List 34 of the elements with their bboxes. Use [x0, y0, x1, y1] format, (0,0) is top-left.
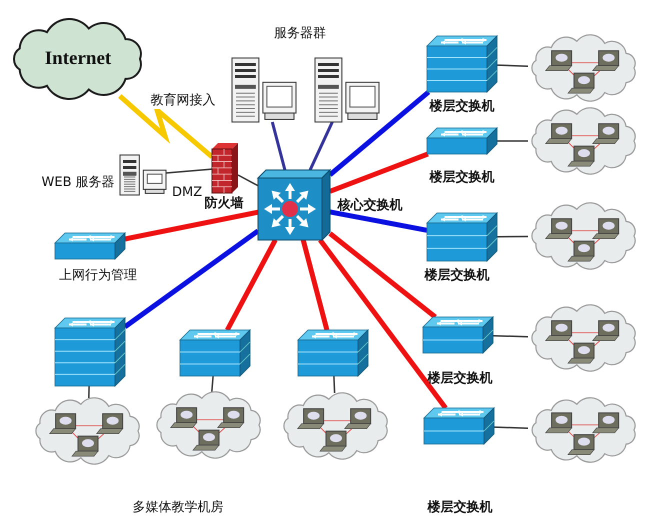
group-label: 多媒体教学机房	[132, 500, 224, 516]
device-label: WEB 服务器	[42, 175, 115, 191]
network-link	[328, 90, 430, 177]
device-label: 楼层交换机	[430, 170, 494, 186]
network-link	[333, 376, 336, 394]
network-link	[497, 140, 528, 142]
network-link	[329, 152, 429, 194]
group-label: 楼层交换机	[428, 500, 492, 516]
device-label: 上网行为管理	[59, 268, 137, 284]
network-link	[225, 238, 278, 332]
device-label: 楼层交换机	[430, 99, 494, 115]
network-link	[166, 168, 212, 174]
network-link	[318, 238, 448, 410]
network-link	[330, 209, 428, 233]
network-link	[270, 122, 286, 170]
group-label: 服务器群	[274, 26, 326, 42]
network-link	[308, 121, 334, 171]
network-link	[238, 174, 258, 186]
device-label: 楼层交换机	[424, 268, 490, 284]
network-link	[124, 210, 258, 242]
network-link	[494, 426, 528, 429]
device-label: 防火墙	[204, 196, 244, 212]
network-link	[211, 376, 214, 392]
network-link	[497, 236, 528, 238]
network-link	[124, 228, 260, 329]
device-label: 楼层交换机	[428, 371, 492, 387]
lightning-link	[118, 94, 214, 159]
network-link	[496, 64, 528, 67]
edge-label: 教育网接入	[150, 93, 216, 109]
device-label: 核心交换机	[338, 198, 402, 214]
network-link	[300, 239, 330, 331]
network-link	[328, 232, 437, 319]
network-link	[492, 335, 528, 338]
network-link	[88, 386, 90, 398]
